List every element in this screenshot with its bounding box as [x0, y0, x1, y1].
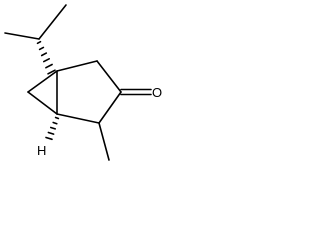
- methyl-bond: [98, 122, 110, 161]
- isopropyl-methyl-left-bond: [4, 32, 40, 40]
- ring-bond-c3-c4: [98, 91, 122, 124]
- cyclopropane-bond-c6-c5: [27, 91, 58, 115]
- cyclopropane-bond-c1-c6: [27, 70, 58, 93]
- ring-bond-c4-c5: [56, 113, 100, 124]
- ring-bond-c2-c3: [96, 60, 122, 93]
- oxygen-label: O: [152, 85, 162, 100]
- hydrogen-hashed-wedge: [45, 116, 60, 141]
- isopropyl-hashed-wedge: [36, 40, 56, 75]
- hydrogen-label: H: [37, 143, 46, 158]
- ring-bond-c1-c2: [56, 60, 98, 72]
- molecule-structure: O H: [4, 4, 162, 161]
- isopropyl-methyl-right-bond: [38, 4, 67, 40]
